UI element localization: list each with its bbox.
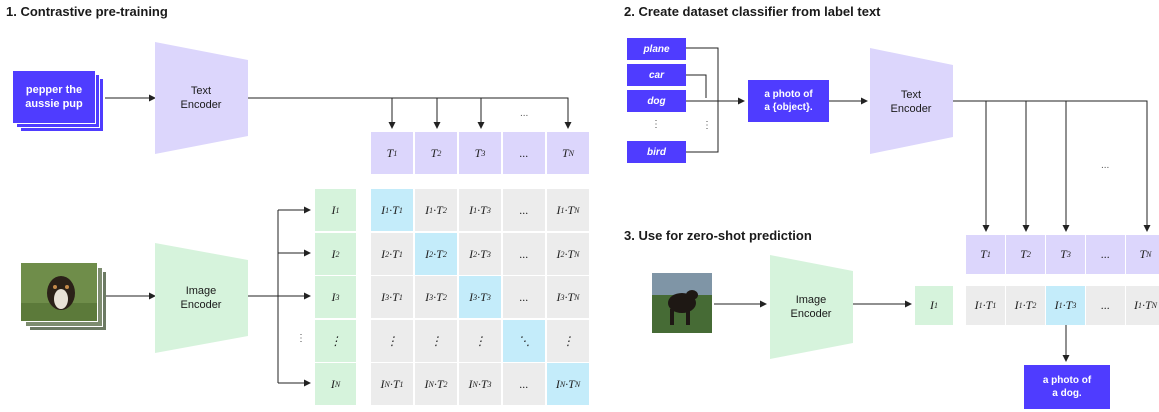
left-ellipsis: ⋮ — [296, 333, 306, 344]
text-input-line-2: aussie pup — [25, 98, 83, 110]
image-encoder-shape — [155, 243, 248, 353]
template-line-1: a photo of — [764, 89, 813, 100]
text-encoder-shape — [155, 42, 248, 154]
prompt-template-box: a photo of a {object}. — [748, 80, 829, 122]
matrix-cell-2-4: ... — [503, 233, 545, 275]
dog-photo — [20, 262, 98, 322]
zs-product-4: ... — [1086, 286, 1125, 325]
matrix-cell-4-4: ⋱ — [503, 320, 545, 362]
class-label-1: plane — [627, 38, 686, 60]
matrix-cell-4-5: ⋮ — [547, 320, 589, 362]
prediction-line-1: a photo of — [1042, 375, 1092, 386]
label-list-ellipsis: ⋮ — [702, 120, 712, 131]
section-1-title: 1. Contrastive pre-training — [6, 4, 168, 19]
template-line-2: a {object}. — [764, 102, 813, 113]
prediction-line-2: a dog. — [1052, 388, 1082, 399]
matrix-cell-4-1: ⋮ — [371, 320, 413, 362]
class-label-3: dog — [627, 90, 686, 112]
matrix-cell-4-3: ⋮ — [459, 320, 501, 362]
class-label-5: bird — [627, 141, 686, 163]
matrix-cell-1-4: ... — [503, 189, 545, 231]
section-2-title: 2. Create dataset classifier from label … — [624, 4, 881, 19]
matrix-cell-3-4: ... — [503, 276, 545, 318]
class-label-4: ⋮ — [651, 119, 661, 130]
text-input-card: pepper the aussie pup — [12, 70, 96, 124]
query-photo — [652, 273, 712, 333]
text-encoder-2-shape — [870, 48, 953, 154]
zs-text-feature-4: ... — [1086, 235, 1125, 274]
section-3-title: 3. Use for zero-shot prediction — [624, 228, 812, 243]
text-feature-4: ... — [503, 132, 545, 174]
image-encoder-2-shape — [770, 255, 853, 359]
matrix-cell-5-4: ... — [503, 363, 545, 405]
image-feature-4: ⋮ — [315, 320, 356, 362]
top-ellipsis: ... — [520, 108, 529, 119]
class-label-2: car — [627, 64, 686, 86]
matrix-cell-4-2: ⋮ — [415, 320, 457, 362]
prediction-box: a photo of a dog. — [1024, 365, 1110, 409]
section-2-ellipsis: ... — [1101, 160, 1110, 171]
text-input-line-1: pepper the — [25, 84, 83, 96]
